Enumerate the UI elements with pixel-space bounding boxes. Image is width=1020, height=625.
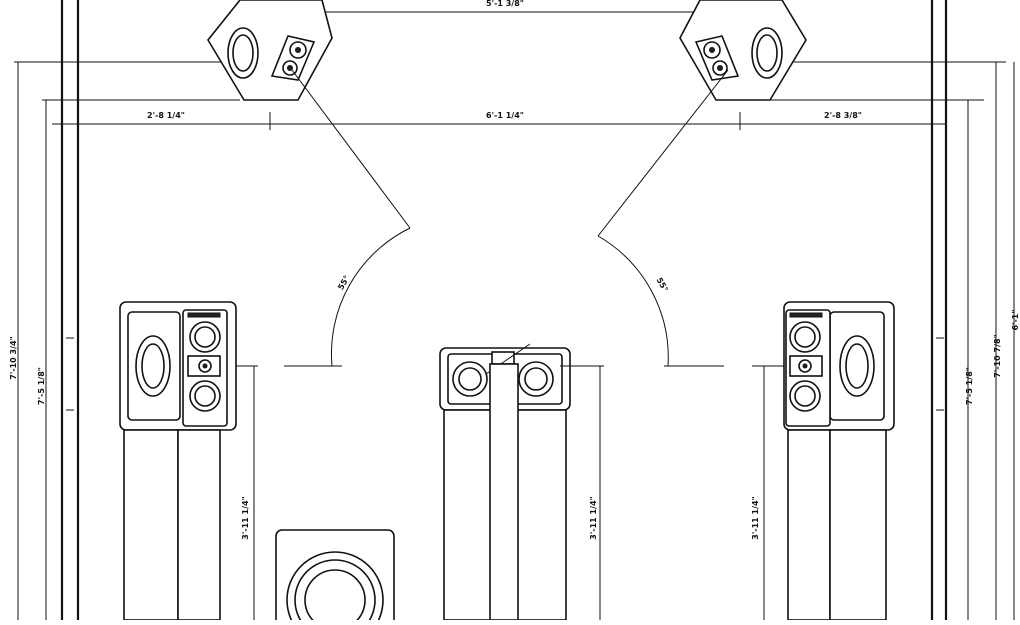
left-tower-height-label: 3'-11 1/4" <box>241 496 250 539</box>
top-speaker-gap-label: 5'-1 3/8" <box>486 0 524 8</box>
center-channel-speaker <box>439 343 571 621</box>
left-outer-height-label: 7'-10 3/4" <box>9 336 18 379</box>
left-tower-speaker <box>119 301 237 621</box>
top-left-surround-speaker <box>207 0 333 101</box>
left-inner-height-label: 7'-5 1/8" <box>37 367 46 405</box>
far-right-height-label: 6'-1" <box>1011 309 1020 330</box>
right-wall-dimension-label: 2'-8 3/8" <box>824 111 862 120</box>
left-angle-label: 55° <box>336 274 351 292</box>
vertical-dimension-lines <box>14 61 1015 620</box>
center-tower-height-label: 3'-11 1/4" <box>589 496 598 539</box>
center-width-dimension-label: 6'-1 1/4" <box>486 111 524 120</box>
room-walls <box>60 0 948 620</box>
right-outer-height-label: 7'-10 7/8" <box>993 334 1002 377</box>
right-angle-label: 55° <box>654 276 669 294</box>
right-inner-height-label: 7'-5 1/8" <box>965 367 974 405</box>
right-tower-speaker <box>783 301 895 621</box>
top-right-surround-speaker <box>679 0 807 101</box>
right-tower-height-label: 3'-11 1/4" <box>751 496 760 539</box>
left-wall-dimension-label: 2'-8 1/4" <box>147 111 185 120</box>
subwoofer <box>275 529 395 625</box>
tower-height-dimension-lines <box>253 365 765 620</box>
